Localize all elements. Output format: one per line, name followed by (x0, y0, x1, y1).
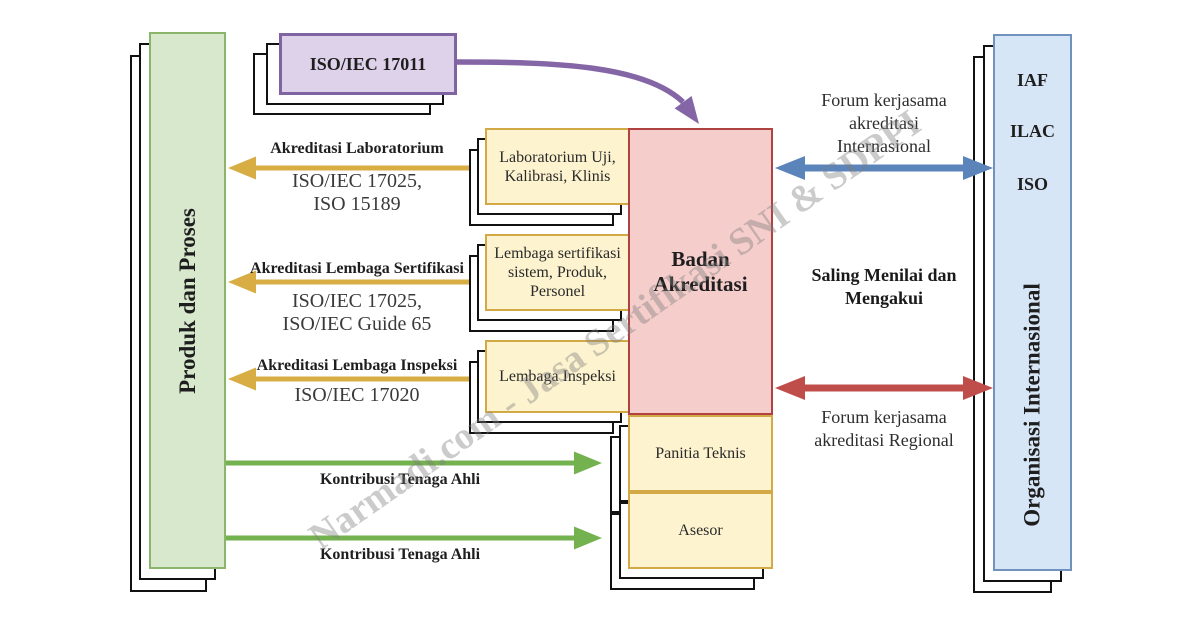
saling-menilai-label: Saling Menilai dan Mengakui (774, 264, 994, 310)
akreditasi-inspeksi-title: Akreditasi Lembaga Inspeksi (256, 357, 458, 374)
node-lembaga-sertifikasi: Lembaga sertifikasi sistem, Produk, Pers… (485, 234, 630, 311)
akreditasi-inspeksi-standards: ISO/IEC 17020 (217, 384, 497, 407)
lembaga-inspeksi-line: Lembaga Inspeksi (499, 368, 616, 385)
node-asesor: Asesor (628, 492, 773, 569)
akreditasi-sertifikasi-standards: ISO/IEC 17025, ISO/IEC Guide 65 (217, 290, 497, 336)
produk-dan-proses-label: Produk dan Proses (174, 207, 200, 394)
badan-akreditasi-line: Akreditasi (653, 271, 748, 296)
forum-regional-line: akreditasi Regional (814, 430, 954, 450)
purple-arrow-iso17011-to-badan (456, 59, 699, 124)
laboratorium-line: Laboratorium Uji, (499, 148, 616, 166)
kontribusi-tenaga-ahli-label-1: Kontribusi Tenaga Ahli (319, 471, 481, 488)
node-organisasi-internasional (993, 34, 1072, 571)
forum-internasional-line: Internasional (837, 136, 931, 156)
iso-iec-17011-label: ISO/IEC 17011 (309, 53, 427, 74)
node-produk-dan-proses (149, 32, 226, 569)
asesor-line: Asesor (678, 522, 723, 539)
forum-regional-line: Forum kerjasama (821, 407, 947, 427)
forum-internasional-line: akreditasi (849, 113, 919, 133)
lembaga-sertifikasi-line: sistem, Produk, (507, 264, 608, 281)
saling-menilai-line: Saling Menilai dan (811, 265, 957, 285)
standard-line: ISO/IEC 17025, (292, 170, 422, 192)
lembaga-sertifikasi-line: Lembaga sertifikasi (494, 245, 621, 262)
organisasi-internasional-label: Organisasi Internasional (1019, 283, 1045, 527)
forum-regional-label: Forum kerjasama akreditasi Regional (774, 406, 994, 452)
node-panitia-teknis: Panitia Teknis (628, 415, 773, 492)
forum-internasional-line: Forum kerjasama (821, 90, 947, 110)
kontribusi-tenaga-ahli-label-2: Kontribusi Tenaga Ahli (319, 546, 481, 563)
node-badan-akreditasi: Badan Akreditasi (628, 128, 773, 415)
red-double-arrow-forum-regional (775, 376, 993, 400)
node-lembaga-inspeksi: Lembaga Inspeksi (485, 340, 630, 413)
saling-menilai-line: Mengakui (844, 288, 923, 308)
akreditasi-laboratorium-title: Akreditasi Laboratorium (270, 140, 444, 157)
standard-line: ISO/IEC Guide 65 (282, 313, 432, 335)
ilac-label: ILAC (1009, 121, 1055, 141)
produk-dan-proses-label-wrap: Produk dan Proses (149, 32, 226, 569)
node-iso-iec-17011: ISO/IEC 17011 (279, 33, 457, 95)
organisasi-internasional-label-wrap: Organisasi Internasional (993, 240, 1072, 570)
forum-internasional-label: Forum kerjasama akreditasi Internasional (774, 89, 994, 158)
iso-label: ISO (1016, 174, 1049, 194)
akreditasi-sertifikasi-title: Akreditasi Lembaga Sertifikasi (250, 260, 464, 277)
standard-line: ISO/IEC 17020 (294, 384, 420, 406)
standard-line: ISO 15189 (313, 193, 401, 215)
laboratorium-line: Kalibrasi, Klinis (504, 167, 611, 185)
akreditasi-laboratorium-standards: ISO/IEC 17025, ISO 15189 (217, 170, 497, 216)
badan-akreditasi-line: Badan (671, 246, 730, 271)
iaf-label: IAF (1017, 70, 1048, 90)
standard-line: ISO/IEC 17025, (292, 290, 422, 312)
lembaga-sertifikasi-line: Personel (529, 283, 586, 300)
node-laboratorium: Laboratorium Uji, Kalibrasi, Klinis (485, 128, 630, 205)
panitia-teknis-line: Panitia Teknis (655, 445, 746, 462)
